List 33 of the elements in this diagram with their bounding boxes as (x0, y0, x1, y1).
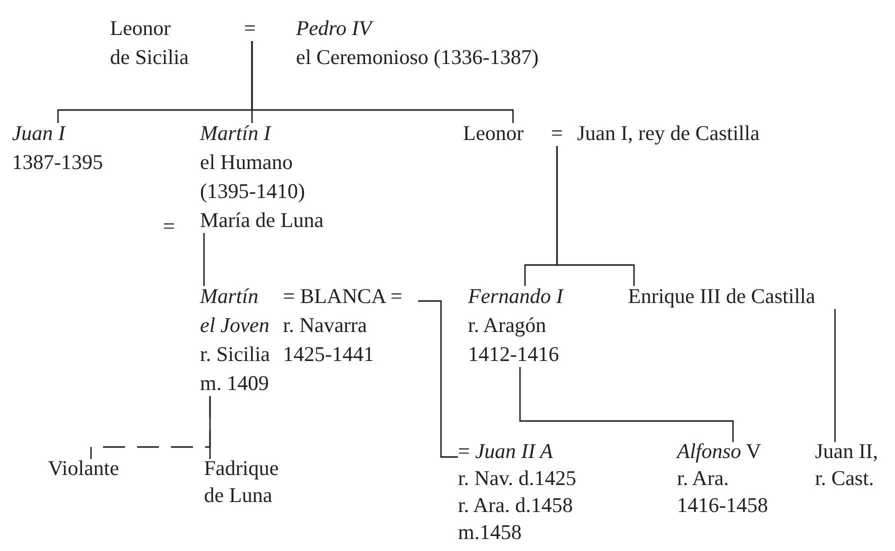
detail-text: el Ceremonioso (1336-1387) (296, 44, 539, 71)
detail-text: r. Ara. 1416-1458 (677, 465, 769, 519)
name-text: Fadrique de Luna (204, 455, 280, 509)
detail-text: el Humano (1395-1410) (200, 149, 306, 205)
name-text: Enrique III de Castilla (628, 283, 816, 310)
name-text: Juan I (12, 120, 67, 147)
name-text: Leonor (463, 120, 524, 147)
detail-text: r. Navarra 1425-1441 (283, 312, 375, 368)
name-text: Fernando I (468, 283, 565, 310)
name-text: Pedro IV (296, 15, 374, 42)
name-text: = (551, 120, 563, 147)
detail-text: r. Aragón 1412-1416 (468, 312, 560, 368)
connector-line (834, 309, 836, 442)
connector-line (251, 41, 514, 123)
connector-line (519, 367, 734, 442)
name-text: Alfonso V (677, 438, 762, 465)
name-text: María de Luna (200, 207, 324, 234)
name-text: Juan I, rey de Castilla (577, 120, 760, 147)
name-text: Juan II, r. Cast. (815, 438, 879, 492)
detail-text: r. Nav. d.1425 r. Ara. d.1458 m.1458 (458, 465, 578, 546)
name-text: = BLANCA = (283, 283, 404, 310)
name-text: = (244, 15, 256, 42)
connector-line (556, 146, 635, 286)
detail-text: r. Sicilia m. 1409 (200, 341, 271, 397)
name-text: Martín I (200, 120, 272, 147)
name-text: Violante (48, 455, 120, 482)
name-text: Leonor de Sicilia (110, 15, 190, 71)
detail-text: 1387-1395 (12, 149, 103, 176)
connector-line (209, 396, 211, 459)
name-text: = Juan II A (458, 438, 554, 465)
name-text: = (163, 213, 175, 240)
connector-line (203, 233, 205, 286)
connector-line (418, 300, 458, 458)
